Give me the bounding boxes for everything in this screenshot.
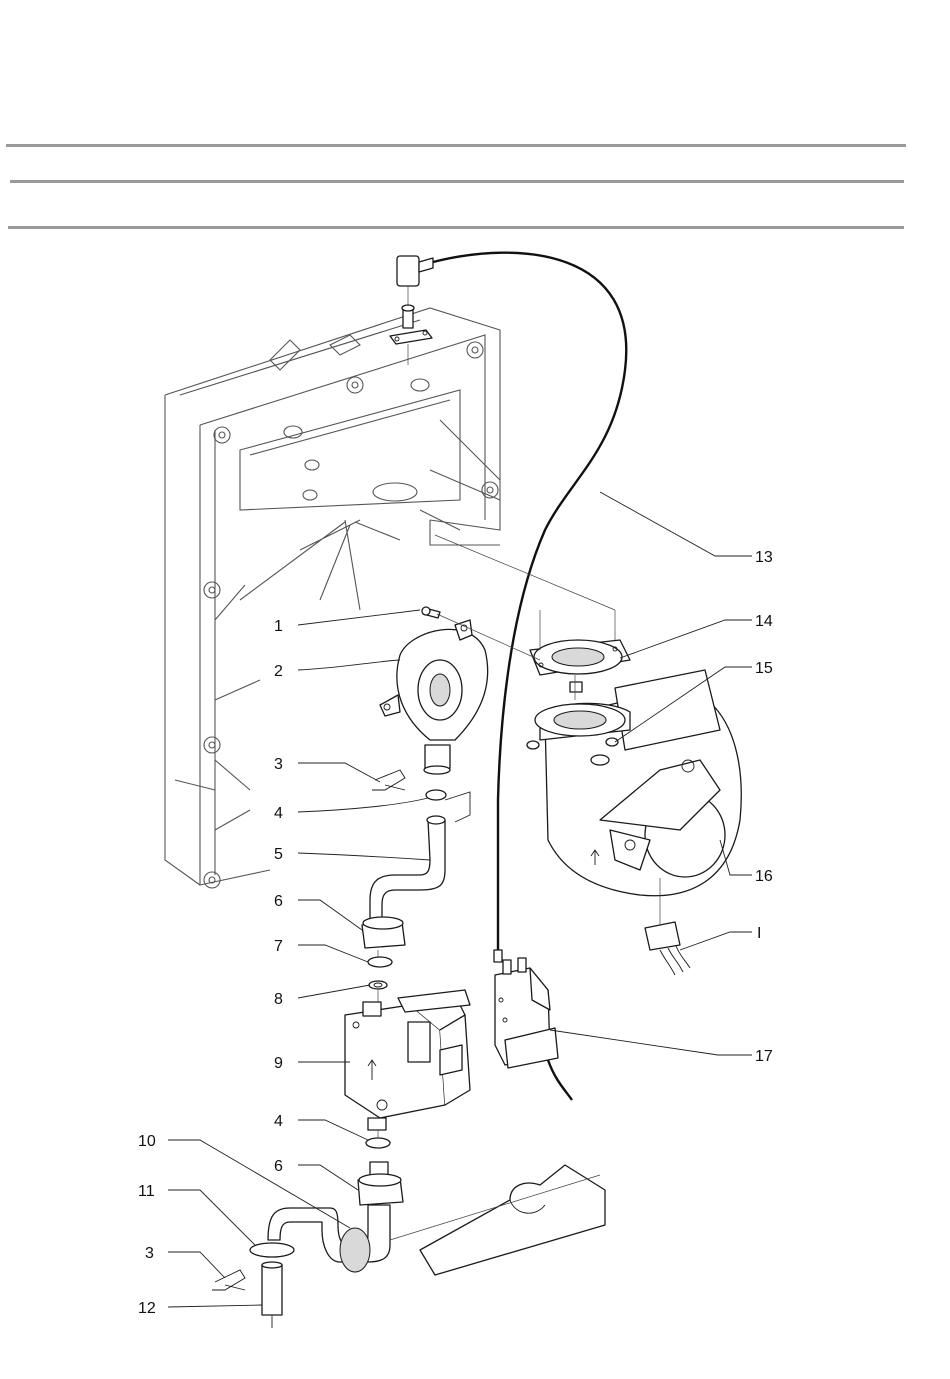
label-2: 2 — [274, 663, 283, 680]
label-I: I — [757, 925, 761, 942]
o-ring-bottom — [366, 1138, 390, 1148]
label-4b: 4 — [274, 1113, 283, 1130]
label-5: 5 — [274, 846, 283, 863]
label-16: 16 — [755, 868, 773, 885]
screw — [422, 607, 440, 618]
label-9: 9 — [274, 1055, 283, 1072]
heat-exchanger-frame — [165, 308, 500, 888]
gas-pipe — [370, 816, 445, 925]
cable-connector — [494, 950, 502, 962]
label-17: 17 — [755, 1048, 773, 1065]
mounting-bracket — [420, 1165, 605, 1275]
label-8: 8 — [274, 991, 283, 1008]
union-nut-top — [362, 917, 405, 948]
label-3b: 3 — [145, 1245, 154, 1262]
label-15: 15 — [755, 660, 773, 677]
label-13: 13 — [755, 549, 773, 566]
ignition-unit — [495, 958, 572, 1100]
fan-blower — [527, 670, 741, 896]
o-ring-7 — [368, 957, 392, 967]
gas-valve — [345, 990, 470, 1130]
washer-8 — [369, 981, 387, 989]
pipe-flange — [250, 1243, 294, 1257]
label-6b: 6 — [274, 1158, 283, 1175]
label-14: 14 — [755, 613, 773, 630]
label-7: 7 — [274, 938, 283, 955]
gas-air-mixer — [380, 620, 488, 774]
label-11: 11 — [138, 1183, 155, 1200]
lower-gas-pipe — [268, 1162, 403, 1272]
leader-lines — [168, 492, 752, 1307]
label-4a: 4 — [274, 805, 283, 822]
fan-gasket — [530, 640, 630, 675]
retaining-clip-bottom — [212, 1270, 245, 1290]
ignition-electrode — [390, 256, 433, 344]
label-10: 10 — [138, 1133, 156, 1150]
label-3a: 3 — [274, 756, 283, 773]
label-1: 1 — [274, 618, 283, 635]
label-6a: 6 — [274, 893, 283, 910]
label-12: 12 — [138, 1300, 156, 1317]
o-ring-top — [426, 790, 446, 800]
